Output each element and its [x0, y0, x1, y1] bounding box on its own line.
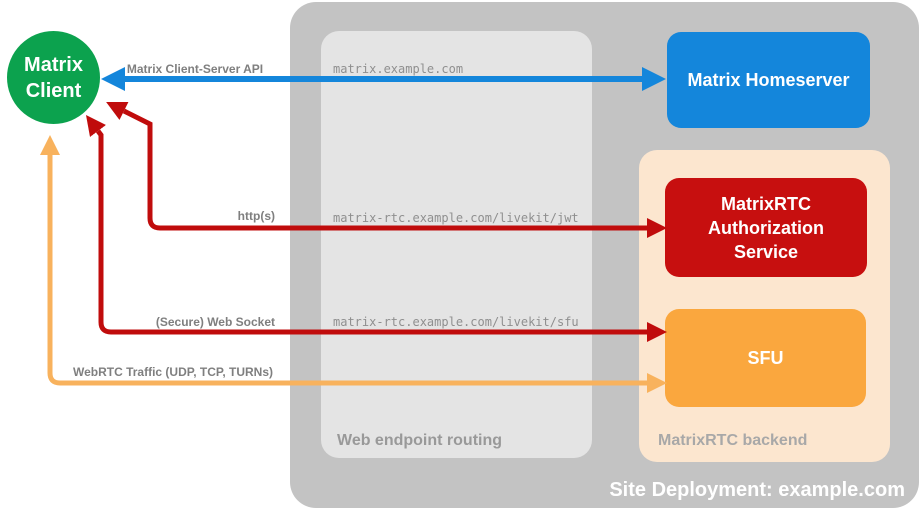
matrix-homeserver-node: Matrix Homeserver — [667, 32, 870, 128]
websocket-arrow-label: (Secure) Web Socket — [155, 315, 275, 329]
site-deployment-label: Site Deployment: example.com — [609, 479, 905, 501]
sfu-node: SFU — [665, 309, 866, 407]
webrtc-traffic-arrow-label: WebRTC Traffic (UDP, TCP, TURNs) — [72, 365, 273, 379]
web-endpoint-routing-label: Web endpoint routing — [337, 432, 503, 449]
web-endpoint-routing-container: Web endpoint routing — [321, 31, 592, 458]
client-server-api-arrow-label: Matrix Client-Server API — [126, 62, 264, 76]
sfu-endpoint-url: matrix-rtc.example.com/livekit/sfu — [333, 315, 579, 329]
jwt-endpoint-url: matrix-rtc.example.com/livekit/jwt — [333, 211, 579, 225]
matrixrtc-authorization-service-node: MatrixRTC Authorization Service — [665, 178, 867, 277]
matrixrtc-backend-label: MatrixRTC backend — [658, 432, 808, 449]
homeserver-endpoint-url: matrix.example.com — [333, 62, 464, 76]
matrix-client-node: Matrix Client — [7, 31, 100, 124]
https-arrow-label: http(s) — [237, 209, 275, 223]
